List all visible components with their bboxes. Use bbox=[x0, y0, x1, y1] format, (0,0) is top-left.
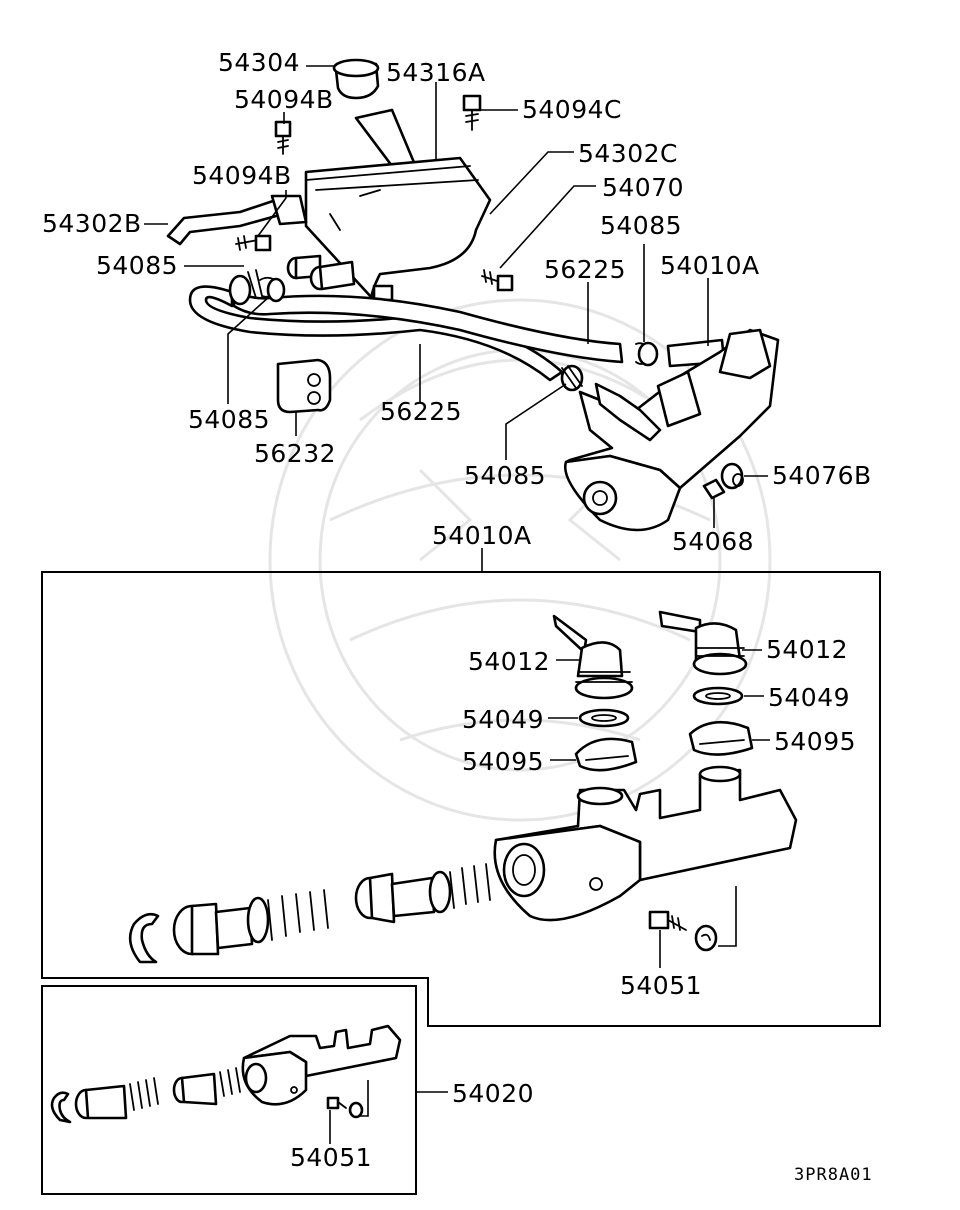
piston-small-secondary bbox=[172, 1067, 241, 1106]
clamp-54095-left bbox=[574, 737, 638, 772]
callout-54010A-top: 54010A bbox=[660, 251, 760, 280]
seal-54049-left bbox=[578, 708, 630, 728]
callout-54094B-top: 54094B bbox=[234, 85, 334, 114]
callout-54302B: 54302B bbox=[42, 209, 142, 238]
callout-labels: 54304 54316A 54094B 54094C 54302C 54094B… bbox=[42, 48, 873, 1185]
seal-54049-right bbox=[692, 686, 744, 706]
piston-small-primary bbox=[74, 1077, 159, 1120]
reservoir-outlets bbox=[286, 254, 356, 291]
washer-54068 bbox=[702, 478, 726, 500]
reservoir-cap bbox=[332, 58, 380, 100]
clamp-54085-left bbox=[228, 269, 263, 306]
callout-56225-lower: 56225 bbox=[380, 397, 462, 426]
callout-54095-left: 54095 bbox=[462, 747, 544, 776]
callout-56225-upper: 56225 bbox=[544, 255, 626, 284]
box-54020 bbox=[41, 985, 417, 1195]
callout-54095-right: 54095 bbox=[774, 727, 856, 756]
callout-54070: 54070 bbox=[602, 173, 684, 202]
box-54010A bbox=[41, 571, 881, 1027]
screw-54070 bbox=[481, 269, 514, 292]
callout-54068: 54068 bbox=[672, 527, 754, 556]
piston-primary bbox=[172, 889, 329, 956]
callout-54085-lower-left: 54085 bbox=[188, 405, 270, 434]
callout-54302C: 54302C bbox=[578, 139, 678, 168]
hose-56225-upper bbox=[232, 288, 624, 364]
bracket-54302B bbox=[166, 194, 308, 246]
piston-secondary bbox=[354, 863, 491, 924]
callout-54085-left: 54085 bbox=[96, 251, 178, 280]
bolt-54094B-top bbox=[274, 120, 292, 155]
clip-56232 bbox=[276, 358, 332, 414]
washer-upper bbox=[694, 924, 718, 952]
snap-ring bbox=[128, 912, 160, 964]
callout-54051-lower: 54051 bbox=[290, 1143, 372, 1172]
callout-54076B: 54076B bbox=[772, 461, 872, 490]
callout-54094C: 54094C bbox=[522, 95, 622, 124]
callout-54051-upper: 54051 bbox=[620, 971, 702, 1000]
callout-56232: 56232 bbox=[254, 439, 336, 468]
callout-54085-upper-right: 54085 bbox=[600, 211, 682, 240]
callout-54304: 54304 bbox=[218, 48, 300, 77]
callout-54094B-mid: 54094B bbox=[192, 161, 292, 190]
master-cylinder-body bbox=[493, 765, 798, 922]
diagram-code: 3PR8A01 bbox=[794, 1165, 873, 1185]
bolt-54094C bbox=[462, 94, 482, 131]
callout-54012-left: 54012 bbox=[468, 647, 550, 676]
callout-54010A-box: 54010A bbox=[432, 521, 532, 550]
reservoir-grommet-54012-right bbox=[658, 610, 748, 676]
callout-54049-right: 54049 bbox=[768, 683, 850, 712]
clamp-54085-center bbox=[560, 364, 584, 392]
clamp-54085-upper-right bbox=[635, 341, 659, 367]
callout-54316A: 54316A bbox=[386, 58, 486, 87]
leader-lines bbox=[144, 65, 770, 1144]
clamp-54085-lower-left bbox=[259, 276, 286, 303]
callout-54049-left: 54049 bbox=[462, 705, 544, 734]
master-cylinder-small bbox=[241, 1024, 402, 1106]
callout-54085-center: 54085 bbox=[464, 461, 546, 490]
bolt-54051-upper bbox=[648, 910, 687, 931]
reservoir-grommet-54012-left bbox=[552, 614, 634, 700]
bolt-54094B-mid bbox=[235, 234, 272, 252]
clamp-54095-right bbox=[688, 720, 754, 756]
callout-54012-right: 54012 bbox=[766, 635, 848, 664]
snap-ring-small bbox=[50, 1091, 72, 1124]
nut-54076B bbox=[720, 462, 744, 490]
callout-54020: 54020 bbox=[452, 1079, 534, 1108]
bolt-54051-lower bbox=[326, 1096, 364, 1119]
master-cylinder-upper bbox=[563, 328, 780, 532]
